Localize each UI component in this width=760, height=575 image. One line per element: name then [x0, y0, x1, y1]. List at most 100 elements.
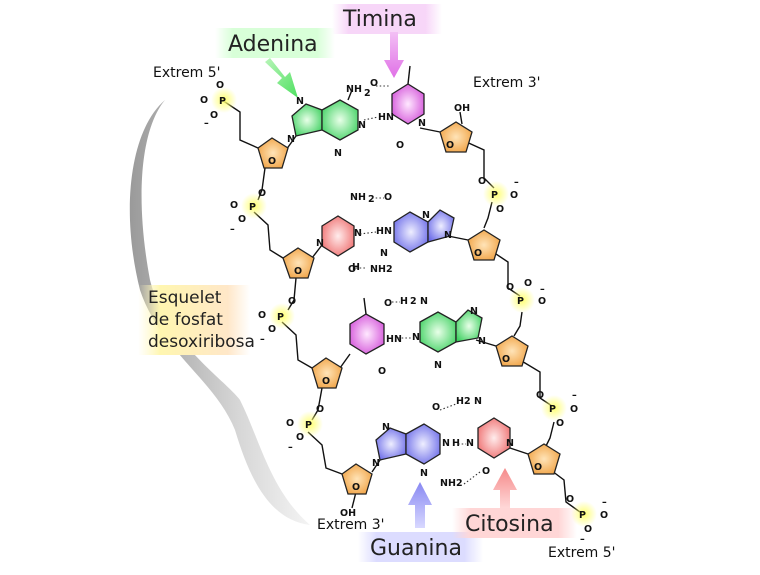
guanine-4-pyrimidine: [405, 423, 441, 465]
svg-text:O: O: [258, 310, 266, 321]
svg-text:H: H: [452, 438, 460, 449]
svg-text:HN: HN: [376, 226, 392, 237]
svg-text:N: N: [506, 438, 514, 449]
svg-text:N: N: [434, 360, 442, 371]
svg-text:O: O: [230, 200, 238, 211]
adenine-1-pyrimidine: [321, 99, 359, 141]
svg-text:–: –: [540, 284, 545, 295]
svg-text:O: O: [348, 264, 356, 275]
svg-text:–: –: [580, 534, 585, 545]
svg-text:O: O: [600, 510, 608, 521]
pair-adenine-thymine-top: N N N N NH 2 O HN O N: [287, 65, 426, 159]
svg-text:N: N: [418, 118, 426, 129]
svg-text:N: N: [380, 248, 388, 259]
svg-text:O: O: [322, 376, 330, 387]
backbone-label-line2: de fosfat: [148, 310, 223, 330]
svg-text:O: O: [432, 402, 440, 413]
svg-text:O: O: [524, 278, 532, 289]
svg-text:O: O: [566, 494, 574, 505]
svg-text:N: N: [470, 306, 478, 317]
svg-text:O: O: [378, 366, 386, 377]
citosina-arrow: [493, 468, 517, 508]
svg-text:N: N: [296, 96, 304, 107]
svg-text:O: O: [534, 462, 542, 473]
svg-text:N: N: [478, 336, 486, 347]
cytosine-4-ring: [477, 417, 511, 459]
svg-text:O: O: [268, 156, 276, 167]
svg-text:N: N: [420, 468, 428, 479]
svg-text:2: 2: [364, 88, 371, 99]
svg-text:N: N: [287, 134, 295, 145]
adenine-1-imidazole: [291, 103, 323, 137]
pair-thymine-adenine-3: O HN O N N N N H 2 N: [349, 296, 486, 377]
adenina-arrow: [265, 58, 298, 98]
svg-text:–: –: [514, 177, 519, 188]
svg-text:N: N: [334, 148, 342, 159]
svg-text:O: O: [216, 80, 224, 91]
sugar-1: [257, 137, 289, 169]
svg-text:O: O: [502, 354, 510, 365]
sugar-6: [495, 335, 529, 367]
svg-text:–: –: [204, 118, 209, 129]
timina-highlight: [332, 4, 442, 34]
svg-text:O: O: [316, 404, 324, 415]
svg-text:HN: HN: [378, 112, 394, 123]
svg-text:N: N: [382, 422, 390, 433]
svg-text:O: O: [294, 266, 302, 277]
pair-cytosine-guanine-2: N N O NH 2 O HN N N N NH 2 H: [316, 192, 455, 275]
phosphate-1: P O O O –: [200, 80, 237, 129]
glycosidic-bonds: [285, 127, 529, 473]
svg-text:N: N: [474, 396, 482, 407]
svg-text:O: O: [510, 190, 518, 201]
svg-text:HN: HN: [386, 334, 402, 345]
svg-text:P: P: [579, 510, 586, 521]
svg-text:O: O: [258, 188, 266, 199]
phosphate-5: P O O O –: [478, 176, 519, 215]
svg-text:H: H: [456, 396, 464, 407]
timina-arrow: [384, 32, 404, 78]
end-label-bottom-right: Extrem 5': [548, 545, 616, 561]
svg-text:P: P: [219, 96, 226, 107]
citosina-label: Citosina: [465, 512, 554, 537]
svg-text:N: N: [442, 438, 450, 449]
svg-text:–: –: [602, 497, 607, 508]
adenina-label: Adenina: [228, 32, 318, 57]
backbone-label-highlight: [138, 285, 250, 355]
svg-text:O: O: [268, 324, 276, 335]
sugar-3: [282, 247, 315, 279]
svg-text:N: N: [422, 210, 430, 221]
svg-text:O: O: [584, 524, 592, 535]
svg-text:O: O: [570, 404, 578, 415]
svg-text:O: O: [556, 418, 564, 429]
svg-text:O: O: [210, 110, 218, 121]
svg-text:NH: NH: [350, 192, 366, 203]
svg-text:–: –: [260, 334, 265, 345]
svg-text:N: N: [420, 296, 428, 307]
cytosine-2-ring: [321, 215, 355, 257]
svg-text:O: O: [384, 192, 392, 203]
svg-text:N: N: [354, 228, 362, 239]
end-label-bottom-left: Extrem 3': [317, 517, 385, 533]
sugar-ring-oxygens: O O O O O O O O: [268, 140, 542, 493]
svg-text:O: O: [396, 140, 404, 151]
svg-text:O: O: [352, 482, 360, 493]
thymine-3-ring: [349, 313, 385, 355]
phosphate-2: P O O O –: [230, 188, 267, 235]
guanine-2-imidazole: [427, 209, 455, 243]
svg-text:O: O: [536, 390, 544, 401]
svg-text:O: O: [370, 78, 378, 89]
svg-text:O: O: [496, 204, 504, 215]
deoxyribose-sugars: [257, 121, 561, 495]
phosphate-7: P O O O –: [536, 390, 578, 429]
svg-text:P: P: [517, 296, 524, 307]
end-label-top-right: Extrem 3': [473, 75, 541, 91]
svg-text:NH: NH: [370, 264, 386, 275]
sugar-8: [527, 443, 561, 475]
svg-text:2: 2: [456, 478, 463, 489]
svg-text:–: –: [230, 224, 235, 235]
svg-text:O: O: [474, 248, 482, 259]
svg-text:2: 2: [410, 296, 417, 307]
svg-text:N: N: [444, 230, 452, 241]
svg-text:P: P: [277, 312, 284, 323]
